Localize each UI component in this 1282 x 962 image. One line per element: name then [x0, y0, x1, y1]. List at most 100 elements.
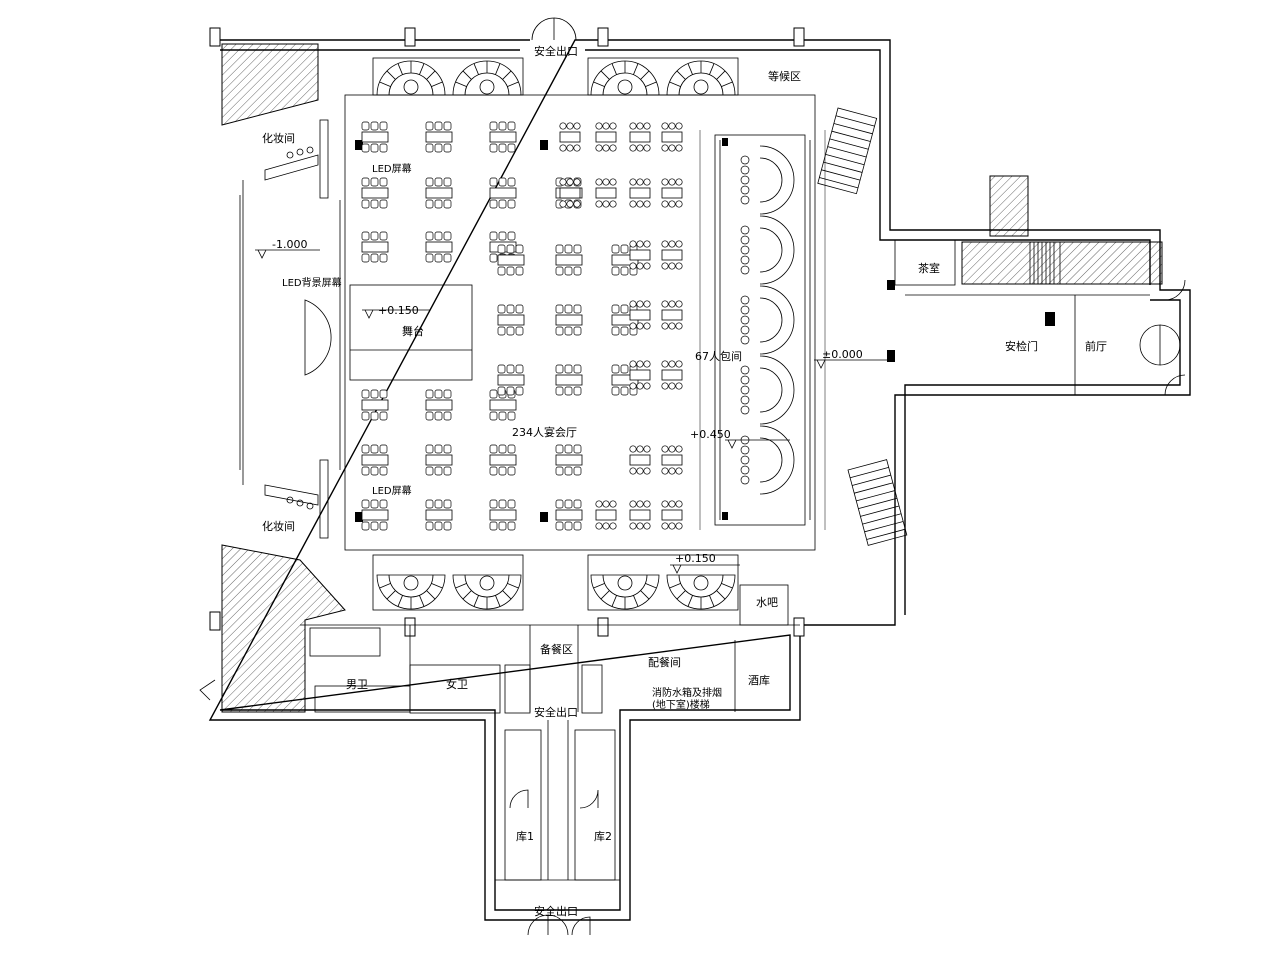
- service-block: [300, 239, 1150, 881]
- banquet-table: [489, 499, 517, 531]
- label-water-bar: 水吧: [756, 596, 778, 609]
- label-wine-store: 酒库: [748, 674, 770, 687]
- label-fire-stair: 消防水箱及排烟: [652, 686, 722, 699]
- label-lounge: 茶室: [918, 261, 940, 275]
- vip-booth: [740, 285, 795, 355]
- banquet-table: [595, 500, 617, 530]
- banquet-table: [489, 177, 517, 209]
- label-exit-top: 安全出口: [534, 44, 578, 58]
- banquet-table: [629, 122, 651, 152]
- outer-walls: [208, 39, 1191, 921]
- label-led-top: LED屏幕: [372, 162, 412, 175]
- banquet-table: [425, 231, 453, 263]
- vip-booth: [740, 355, 795, 425]
- elevation-e3: +0.450: [690, 428, 731, 441]
- banquet-table: [661, 240, 683, 270]
- booth: [590, 574, 660, 610]
- banquet-table: [595, 122, 617, 152]
- banquet-table: [559, 178, 581, 208]
- banquet-table: [425, 389, 453, 421]
- banquet-table: [497, 244, 525, 276]
- banquet-table: [629, 240, 651, 270]
- banquet-table: [497, 304, 525, 336]
- banquet-table: [361, 231, 389, 263]
- vip-booth: [740, 215, 795, 285]
- banquet-table: [497, 364, 525, 396]
- banquet-table: [361, 177, 389, 209]
- banquet-table: [555, 304, 583, 336]
- banquet-table: [555, 444, 583, 476]
- label-toilet-male: 男卫: [346, 678, 368, 691]
- label-exit-bottom-mid: 安全出口: [534, 705, 578, 719]
- banquet-table: [425, 121, 453, 153]
- banquet-table: [489, 121, 517, 153]
- room-labels: 安全出口 等候区 化妆间 化妆间 LED屏幕 LED屏幕 LED背景屏幕 舞台 …: [262, 44, 1107, 918]
- banquet-table: [361, 121, 389, 153]
- banquet-table: [629, 178, 651, 208]
- banquet-table: [661, 122, 683, 152]
- banquet-table: [661, 360, 683, 390]
- label-waiting-area: 等候区: [768, 69, 801, 83]
- label-dressing-bottom: 化妆间: [262, 519, 295, 533]
- banquet-table: [661, 178, 683, 208]
- label-security: 安检门: [1005, 339, 1038, 353]
- banquet-table: [425, 177, 453, 209]
- elevation-e2: +0.150: [378, 304, 419, 317]
- banquet-table: [611, 304, 639, 336]
- banquet-table: [661, 445, 683, 475]
- label-front-desk: 前厅: [1085, 339, 1107, 353]
- banquet-table: [629, 360, 651, 390]
- vip-booth: [740, 425, 795, 495]
- doors: [199, 17, 1186, 936]
- banquet-table: [361, 499, 389, 531]
- booth: [452, 574, 522, 610]
- label-service-corridor: 备餐区: [540, 642, 573, 656]
- banquet-table: [559, 122, 581, 152]
- elevation-markers: [255, 249, 890, 574]
- elevation-labels: -1.000 +0.150 +0.450 ±0.000 +0.150: [272, 238, 863, 565]
- vip-room-frame: [699, 130, 826, 530]
- elevation-e5: +0.150: [675, 552, 716, 565]
- banquet-table: [661, 300, 683, 330]
- label-exit-bottom: 安全出口: [534, 904, 578, 918]
- label-led-stage: LED背景屏幕: [282, 276, 342, 289]
- label-led-bottom: LED屏幕: [372, 484, 412, 497]
- banquet-table: [629, 500, 651, 530]
- label-store1: 库1: [516, 830, 534, 843]
- elevation-e1: -1.000: [272, 238, 307, 251]
- booth: [376, 60, 446, 96]
- label-vip-room: 67人包间: [695, 350, 742, 363]
- label-fire-stair-sub: (地下室)楼梯: [652, 698, 710, 711]
- banquet-table: [425, 499, 453, 531]
- booth: [376, 574, 446, 610]
- banquet-table: [361, 389, 389, 421]
- vip-booth: [740, 145, 795, 215]
- label-store2: 库2: [594, 830, 612, 843]
- booth: [666, 574, 736, 610]
- banquet-table: [629, 300, 651, 330]
- banquet-table: [661, 500, 683, 530]
- banquet-table: [425, 444, 453, 476]
- booth: [666, 60, 736, 96]
- label-banquet: 234人宴会厅: [512, 425, 577, 439]
- label-kitchen-prep: 配餐间: [648, 655, 681, 669]
- elevation-e4: ±0.000: [822, 348, 863, 361]
- banquet-tables: [361, 121, 683, 531]
- booth: [590, 60, 660, 96]
- banquet-table: [361, 444, 389, 476]
- hatched-solid-areas: [221, 43, 1163, 713]
- label-stage: 舞台: [402, 324, 424, 338]
- banquet-table: [555, 499, 583, 531]
- banquet-table: [489, 444, 517, 476]
- label-dressing-top: 化妆间: [262, 131, 295, 145]
- booths: [372, 57, 739, 611]
- banquet-table: [555, 244, 583, 276]
- banquet-table: [595, 178, 617, 208]
- vip-booths: [740, 145, 795, 495]
- banquet-table: [629, 445, 651, 475]
- booth: [452, 60, 522, 96]
- staircases: [817, 107, 1061, 546]
- banquet-table: [555, 364, 583, 396]
- label-toilet-female: 女卫: [446, 677, 468, 691]
